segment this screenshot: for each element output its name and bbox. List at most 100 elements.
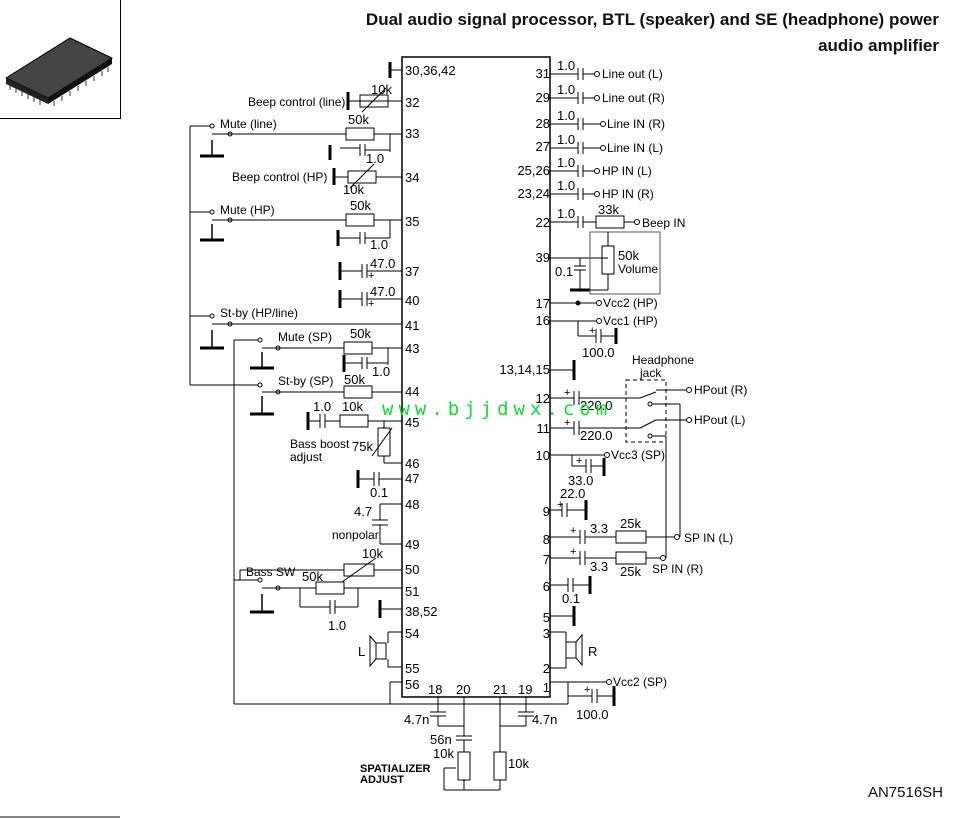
pin-left: 44: [405, 384, 419, 399]
value-label: 10k: [433, 746, 454, 761]
value-label: 50k: [618, 248, 639, 263]
ic-body: [401, 56, 551, 698]
watermark: www.bjjdwx.com: [382, 398, 613, 420]
value-label: 1.0: [557, 155, 575, 170]
pin-right: 2: [543, 661, 550, 676]
polarity-mark: +: [584, 684, 590, 696]
pin-right: 1: [543, 680, 550, 695]
value-label: 33.0: [568, 473, 593, 488]
value-label: 10k: [508, 756, 529, 771]
value-label: 0.1: [370, 485, 388, 500]
spatializer-adjust-label: ADJUST: [360, 774, 404, 786]
value-label: 25k: [620, 564, 641, 579]
bottom-pin-labels: 18 20 21 19: [428, 682, 532, 697]
pin-left: 30,36,42: [405, 63, 456, 78]
value-label: 75k: [352, 439, 373, 454]
pin-left: 46: [405, 456, 419, 471]
left-labels: Beep control (line) Mute (line) Beep con…: [220, 95, 379, 659]
value-label: 10k: [362, 546, 383, 561]
polarity-mark: +: [570, 546, 576, 558]
value-label: 22.0: [560, 486, 585, 501]
value-label: 1.0: [313, 399, 331, 414]
pin-left: 55: [405, 661, 419, 676]
left-component-values: 10k 50k 1.0 10k 50k 1.0 47.0 + 47.0 + 50…: [302, 82, 395, 633]
value-label: 10k: [371, 82, 392, 97]
part-number: AN7516SH: [867, 784, 943, 801]
pin-bottom: 18: [428, 682, 442, 697]
vcc1-hp-label: Vcc1 (HP): [603, 314, 658, 328]
hp-in-l-label: HP IN (L): [602, 164, 652, 178]
pin-right: 11: [537, 421, 551, 436]
value-label: 1.0: [372, 364, 390, 379]
pin-left: 48: [405, 497, 419, 512]
pin-left: 47: [405, 471, 419, 486]
pin-right: 10: [536, 448, 550, 463]
hp-out-l-label: HPout (L): [694, 413, 745, 427]
pin-bottom: 19: [518, 682, 532, 697]
value-label: 100.0: [582, 345, 615, 360]
value-label: 1.0: [557, 132, 575, 147]
left-pin-labels: 30,36,42 32 33 34 35 37 40 41 43 44 45 4…: [405, 63, 456, 692]
page-title: Dual audio signal processor, BTL (speake…: [365, 10, 939, 29]
pin-right: 9: [543, 504, 550, 519]
line-out-l-label: Line out (L): [602, 67, 663, 81]
value-label: 4.7: [354, 504, 372, 519]
bottom-labels: 4.7n 4.7n 56n 10k 10k SPATIALIZER ADJUST: [360, 712, 557, 786]
left-wiring: [189, 62, 569, 705]
line-out-r-label: Line out (R): [602, 91, 665, 105]
pin-right: 16: [536, 313, 550, 328]
value-label: 47.0: [370, 256, 395, 271]
vcc2-hp-label: Vcc2 (HP): [603, 296, 658, 310]
value-label: 0.1: [562, 591, 580, 606]
ic-package-thumbnail: [0, 0, 121, 119]
pin-left: 54: [405, 626, 419, 641]
pin-left: 51: [405, 584, 419, 599]
pin-right: 25,26: [517, 163, 550, 178]
pin-left: 33: [405, 126, 419, 141]
right-component-values: 1.0 1.0 1.0 1.0 1.0 1.0 1.0 33k 50k 0.1 …: [555, 58, 641, 722]
pin-right: 31: [536, 66, 550, 81]
value-label: 33k: [598, 202, 619, 217]
pin-right: 3: [543, 626, 550, 641]
right-labels: Line out (L) Line out (R) Line IN (R) Li…: [588, 67, 747, 689]
pin-right: 6: [543, 579, 550, 594]
bass-boost-adjust-label: adjust: [290, 450, 323, 464]
pin-left: 41: [405, 318, 419, 333]
ic-package-icon: [4, 37, 114, 106]
polarity-mark: +: [557, 499, 563, 511]
right-pin-labels: 31 29 28 27 25,26 23,24 22 39 17 16 13,1…: [499, 66, 550, 695]
value-label: 1.0: [557, 58, 575, 73]
beep-control-line-label: Beep control (line): [248, 95, 345, 109]
pin-right: 8: [543, 532, 550, 547]
pin-left: 34: [405, 170, 419, 185]
pin-bottom: 20: [456, 682, 470, 697]
pin-bottom: 21: [493, 682, 507, 697]
volume-label: Volume: [618, 262, 658, 276]
value-label: 4.7n: [532, 712, 557, 727]
pin-right: 5: [543, 610, 550, 625]
pin-left: 49: [405, 537, 419, 552]
value-label: 1.0: [557, 206, 575, 221]
pin-right: 12: [536, 391, 550, 406]
value-label: 47.0: [370, 284, 395, 299]
value-label: 10k: [342, 399, 363, 414]
jack-label: jack: [639, 366, 662, 380]
value-label: 10k: [343, 182, 364, 197]
bottom-wiring: [430, 697, 534, 791]
mute-hp-label: Mute (HP): [220, 203, 275, 217]
value-label: 220.0: [580, 428, 613, 443]
headphone-label: Headphone: [632, 353, 694, 367]
value-label: 50k: [350, 198, 371, 213]
pin-right: 23,24: [517, 186, 550, 201]
polarity-mark: +: [570, 525, 576, 537]
pin-right: 28: [536, 116, 550, 131]
pin-left: 37: [405, 264, 419, 279]
speaker-right-label: R: [588, 644, 597, 659]
line-in-l-label: Line IN (L): [607, 141, 663, 155]
pin-left: 43: [405, 341, 419, 356]
pin-right: 27: [536, 139, 550, 154]
pin-right: 13,14,15: [499, 362, 550, 377]
pin-left: 35: [405, 214, 419, 229]
pin-left: 38,52: [405, 604, 438, 619]
